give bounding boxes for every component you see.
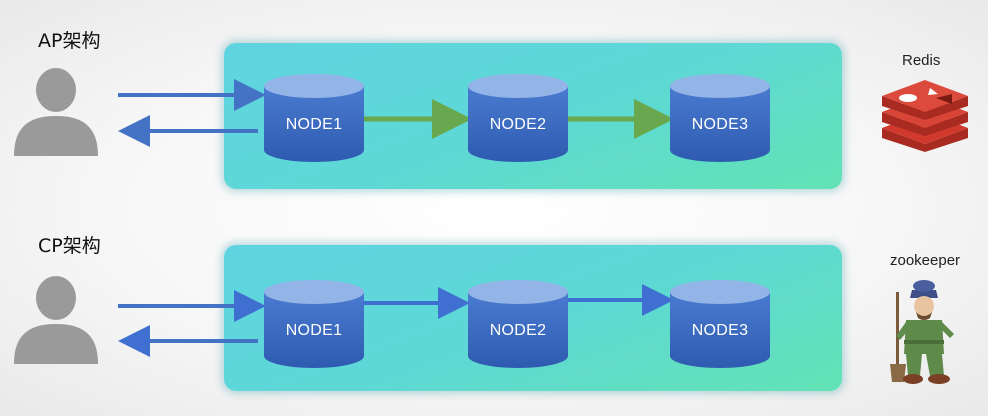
ap-node-3: NODE3 (670, 74, 770, 164)
redis-logo-icon (882, 80, 968, 152)
database-cylinder-icon (264, 280, 364, 368)
zookeeper-label: zookeeper (890, 252, 961, 269)
user-silhouette-icon (14, 68, 98, 156)
ap-node-3-label: NODE3 (691, 116, 749, 133)
ap-node-2: NODE2 (468, 74, 568, 164)
database-cylinder-icon (468, 74, 568, 162)
cp-node-3-label: NODE3 (691, 322, 749, 339)
zookeeper-mascot-icon (890, 280, 954, 384)
cp-section-title: CP架构 (38, 235, 101, 257)
database-cylinder-icon (670, 280, 770, 368)
cp-node-2-label: NODE2 (489, 322, 547, 339)
redis-label: Redis (902, 52, 941, 69)
cp-node-3: NODE3 (670, 280, 770, 370)
ap-node-2-label: NODE2 (489, 116, 547, 133)
database-cylinder-icon (468, 280, 568, 368)
user-silhouette-icon (14, 276, 98, 364)
ap-section-title: AP架构 (38, 30, 101, 52)
ap-node-1-label: NODE1 (285, 116, 343, 133)
cp-node-2: NODE2 (468, 280, 568, 370)
cp-node-1-label: NODE1 (285, 322, 343, 339)
ap-node-1: NODE1 (264, 74, 364, 164)
database-cylinder-icon (670, 74, 770, 162)
cp-node-1: NODE1 (264, 280, 364, 370)
database-cylinder-icon (264, 74, 364, 162)
